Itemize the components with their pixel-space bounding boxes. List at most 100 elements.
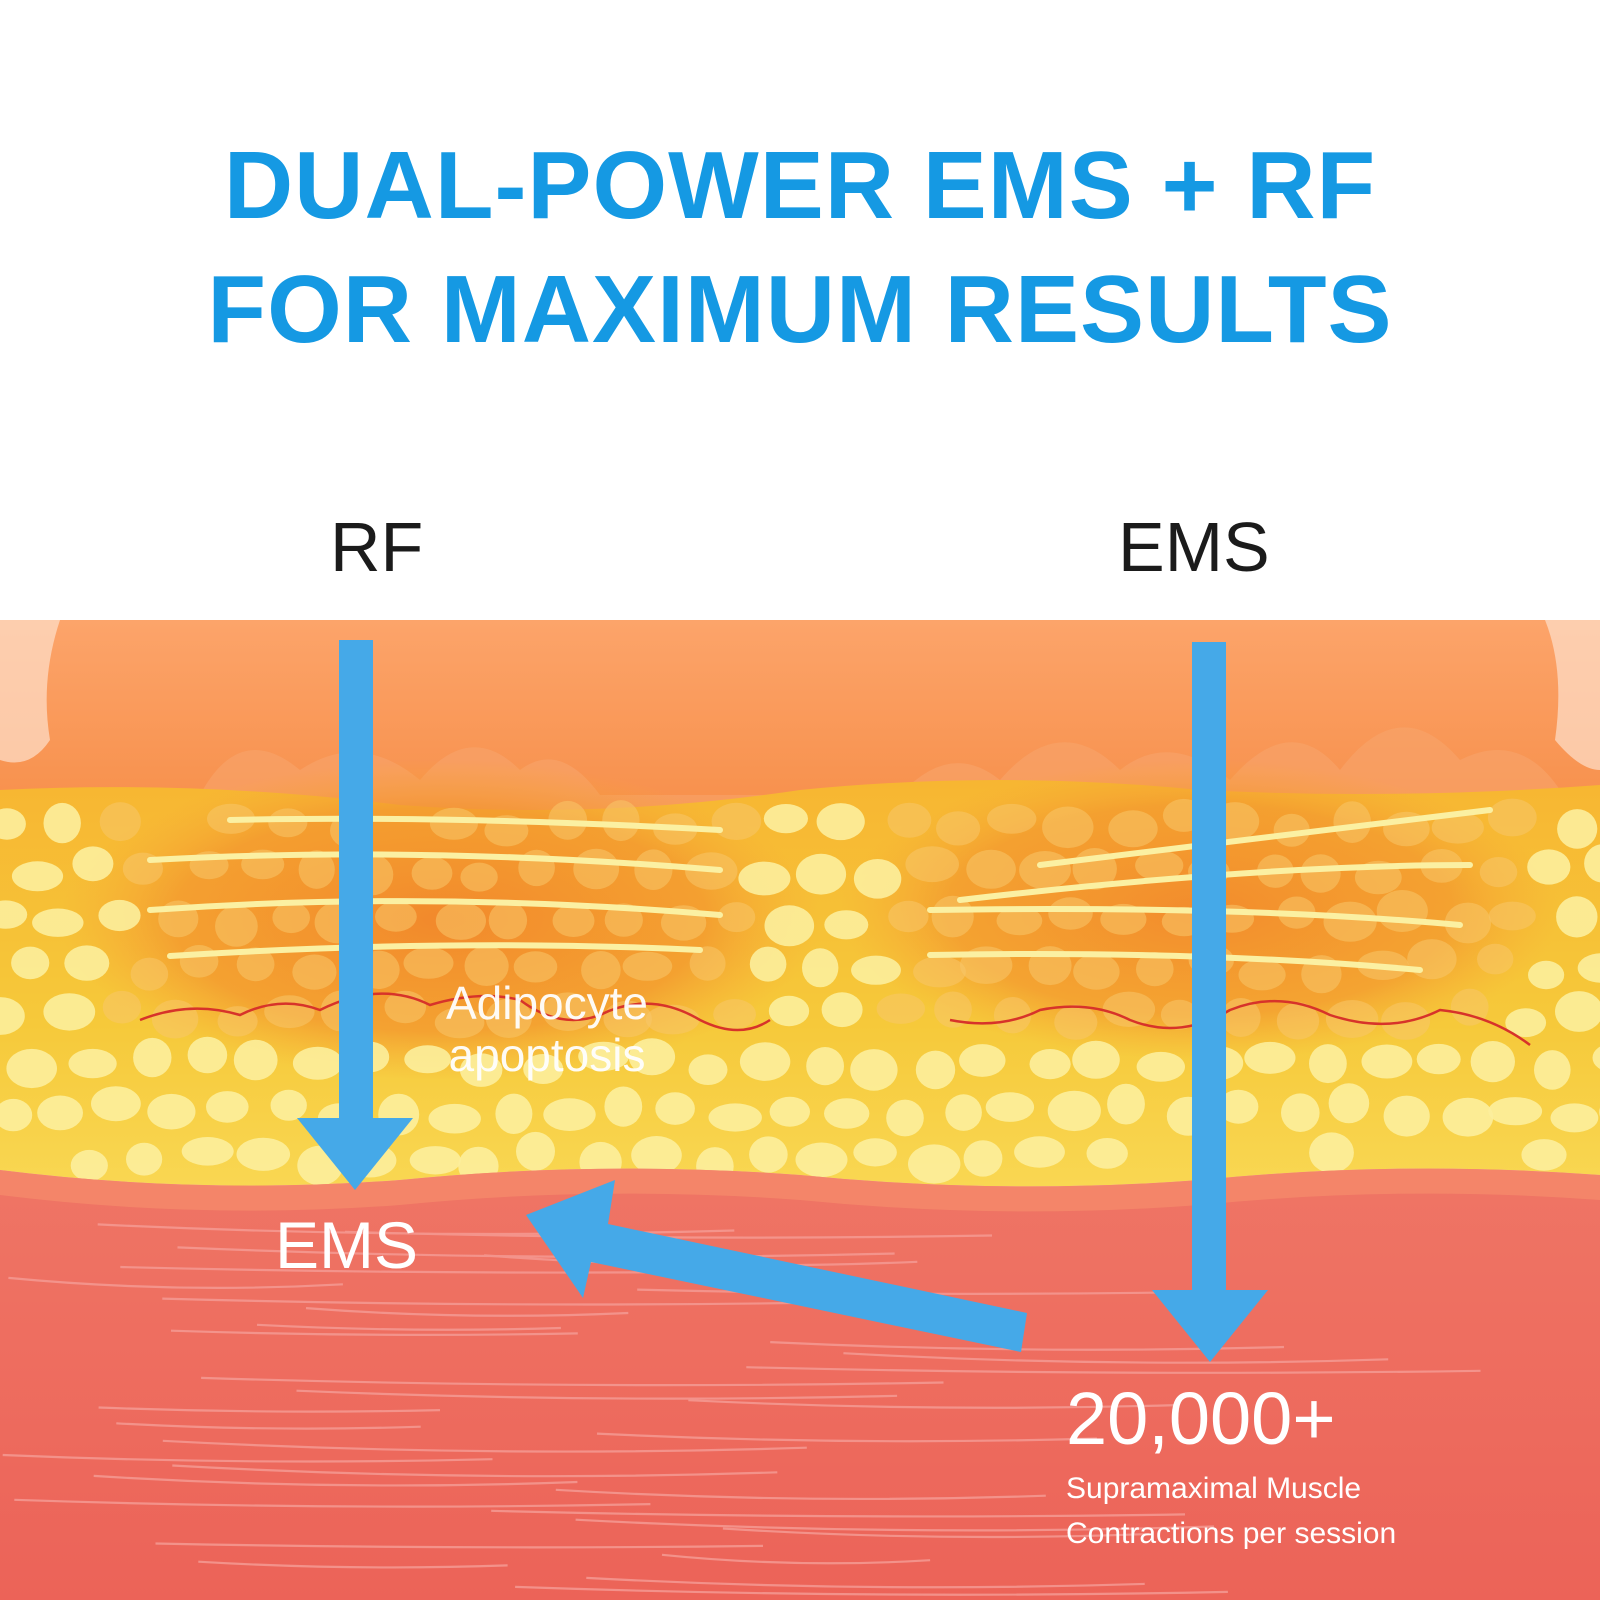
fat-cell [1584, 844, 1600, 883]
fat-cell [886, 1099, 924, 1137]
fat-cell [552, 904, 595, 937]
fat-cell [0, 808, 26, 840]
fat-cell [768, 995, 810, 1027]
fat-cell [543, 1098, 596, 1131]
fat-cell [604, 903, 643, 937]
ems-column-label: EMS [1118, 508, 1270, 586]
fat-cell [602, 800, 640, 842]
fat-cell [99, 802, 141, 842]
muscle-fiber [162, 1297, 835, 1306]
fat-cell [655, 1092, 695, 1125]
fiber [927, 951, 1423, 973]
fat-cell [70, 1149, 108, 1182]
fat-cell [945, 1094, 982, 1131]
fat-cell [1276, 1002, 1320, 1040]
fat-cell [0, 997, 25, 1035]
adipocyte-label-line-2: apoptosis [448, 1028, 646, 1081]
fat-cell [1592, 1046, 1600, 1069]
fat-cell [1488, 1097, 1543, 1126]
fat-cell [72, 846, 114, 882]
fat-cell [1108, 810, 1158, 848]
fat-cell [966, 849, 1016, 889]
fat-cell [179, 945, 219, 978]
fiber [147, 851, 723, 873]
fat-cell [1014, 1136, 1065, 1168]
rf-arrow-head [297, 1118, 413, 1190]
fat-cell [1528, 960, 1565, 990]
headline-line-2: FOR MAXIMUM RESULTS [207, 256, 1393, 363]
fat-cell [292, 954, 337, 990]
fat-cell [1477, 943, 1514, 975]
fat-cell [272, 902, 311, 934]
fat-cell [1054, 1004, 1098, 1040]
skin-left-edge [0, 620, 60, 763]
fat-cell [1555, 991, 1600, 1032]
fat-cell [6, 1048, 57, 1089]
stat-caption-line-2: Contractions per session [1066, 1517, 1397, 1550]
fat-cell [959, 1044, 1006, 1077]
fat-cell [0, 1098, 33, 1132]
ems-arrow-shaft [1192, 642, 1226, 1312]
adipocyte-apoptosis-label: Adipocyte apoptosis [402, 977, 692, 1081]
fat-cell [876, 993, 925, 1024]
fat-cell [853, 1138, 897, 1167]
fat-cell [98, 899, 141, 932]
muscle-fiber [8, 1276, 343, 1289]
fat-cell [749, 1136, 788, 1173]
muscle-fiber [661, 1553, 931, 1565]
fat-cell [963, 1140, 1003, 1177]
down-arrow-icon [1152, 642, 1268, 1362]
fiber [1037, 807, 1493, 868]
muscle-fiber [843, 1352, 1389, 1364]
fat-cell [853, 859, 902, 899]
muscle-fiber [746, 1366, 1481, 1374]
muscle-fiber [201, 1376, 944, 1387]
fat-cell [268, 808, 308, 838]
fat-cell [1221, 998, 1261, 1037]
down-arrow-icon [297, 640, 413, 1190]
fat-cell [1086, 1138, 1128, 1169]
fat-cell [126, 1142, 163, 1176]
fat-cell [485, 998, 532, 1038]
fat-cell [1300, 854, 1341, 893]
fat-cell [270, 1089, 307, 1121]
fat-cell [888, 900, 929, 933]
headline-line-1: DUAL-POWER EMS + RF [223, 132, 1377, 239]
fat-cell [91, 1086, 141, 1122]
fat-cell [151, 999, 199, 1039]
fat-cell [915, 1050, 956, 1090]
fat-cell [905, 846, 959, 883]
fat-cell [1521, 1139, 1567, 1171]
fat-cell [488, 901, 528, 940]
fat-cell [292, 1046, 343, 1080]
rf-arrow-shaft [339, 640, 373, 1140]
tissue-cross-section [0, 620, 1600, 1600]
muscle-fiber [586, 1576, 1145, 1589]
fat-cell [628, 1038, 676, 1076]
fat-cell [764, 905, 815, 947]
fat-cell [1238, 959, 1286, 991]
fat-cell [708, 1103, 762, 1132]
fat-cell [298, 850, 335, 889]
fat-cell [749, 946, 787, 982]
fat-cell [403, 947, 454, 979]
fat-cell [409, 1146, 461, 1175]
fat-cell [1479, 857, 1518, 888]
fat-cell [739, 1042, 791, 1081]
fat-cell [1135, 850, 1184, 881]
fat-cell [513, 951, 558, 983]
fat-cell [147, 1093, 196, 1130]
fat-cell [1333, 801, 1371, 843]
muscle-fiber [14, 1498, 651, 1508]
muscle-fiber [575, 1518, 1214, 1532]
adipocyte-label-line-1: Adipocyte [445, 977, 648, 1029]
fat-cell [1556, 896, 1598, 938]
fat-cell [43, 993, 96, 1031]
fat-cell [1309, 1132, 1354, 1173]
fat-cell [495, 1093, 533, 1134]
fat-cell [936, 811, 981, 846]
fat-cell [1273, 813, 1310, 847]
fat-cell [1444, 902, 1491, 944]
fat-cell [913, 956, 966, 988]
